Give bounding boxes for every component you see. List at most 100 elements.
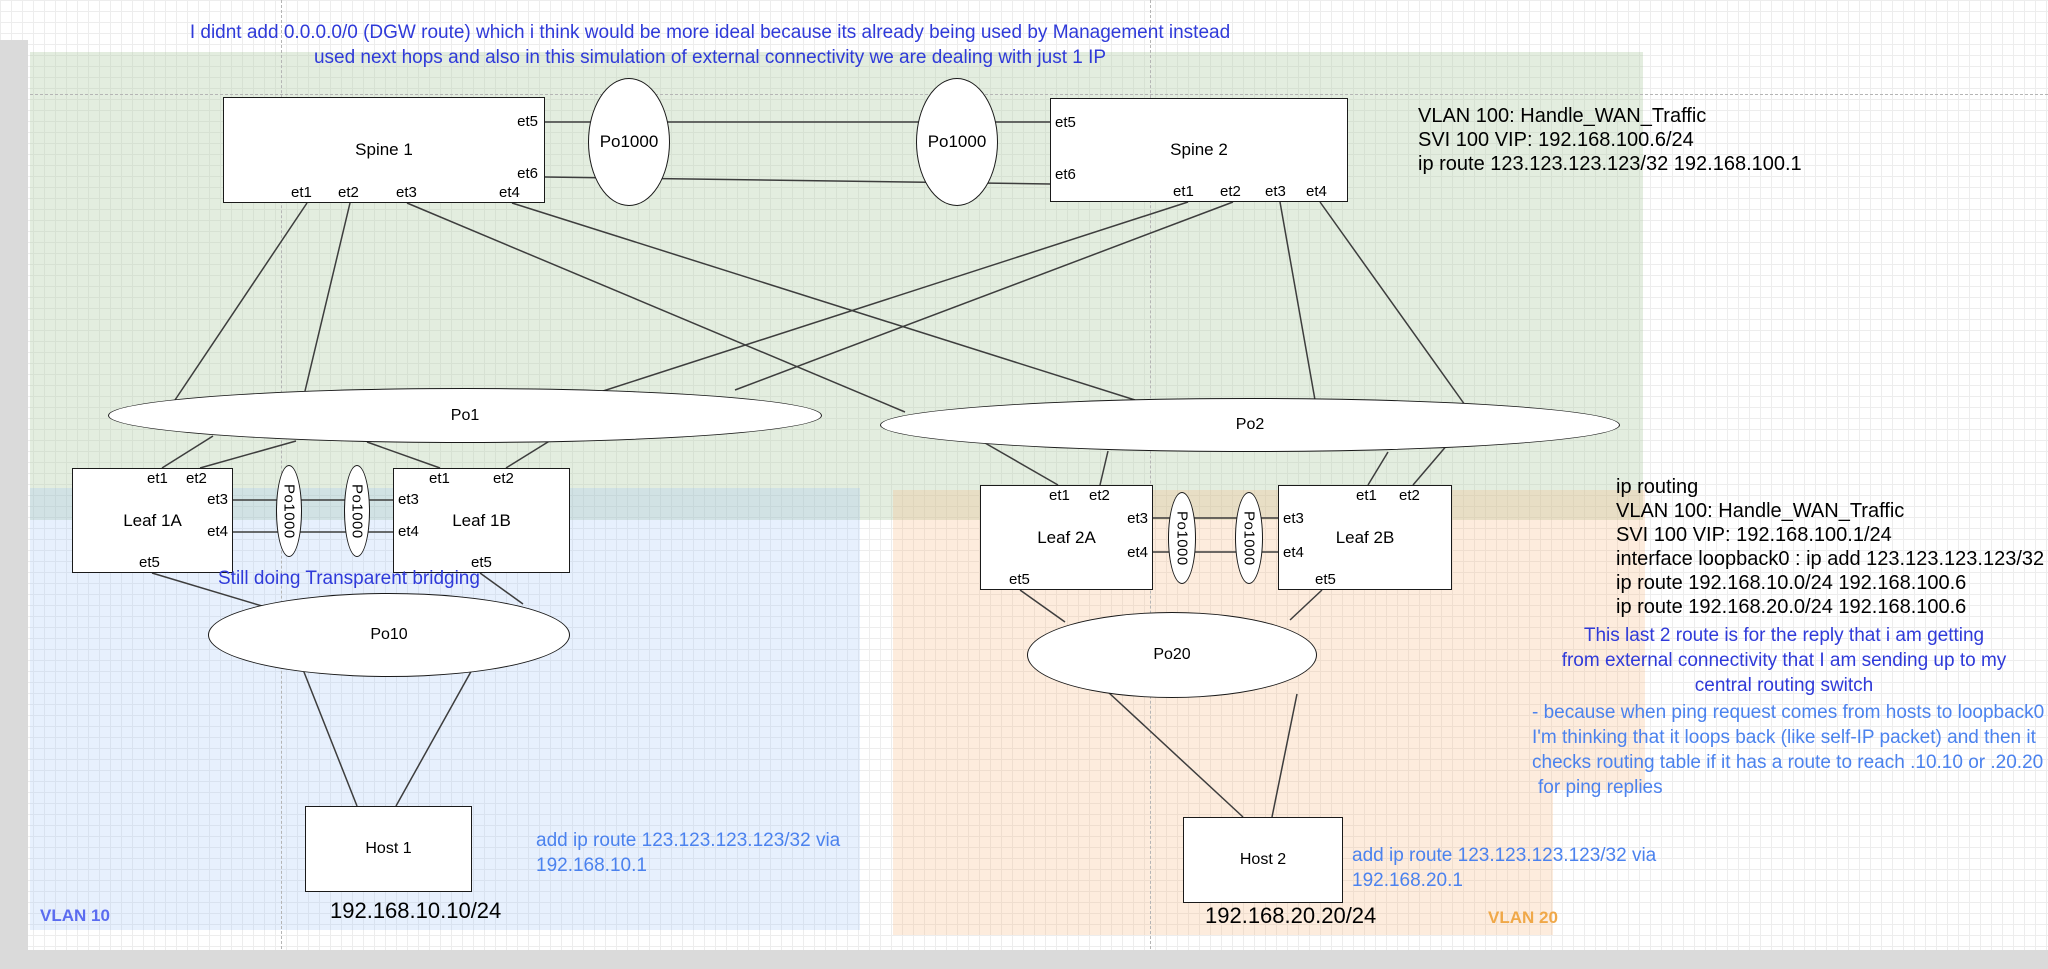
leaf1b-node[interactable]: Leaf 1B et1 et2 et3 et4 et5	[393, 468, 570, 573]
spine2-label: Spine 2	[1170, 140, 1228, 159]
ping-note-line3: checks routing table if it has a route t…	[1532, 752, 2044, 773]
leaf1b-port-et3: et3	[398, 491, 419, 508]
host2-route-line2: 192.168.20.1	[1352, 870, 1463, 891]
spine1-port-et4: et4	[499, 184, 520, 201]
po10-ellipse[interactable]: Po10	[208, 593, 570, 677]
leaf2a-port-et1: et1	[1049, 487, 1070, 504]
host1-route-line1: add ip route 123.123.123.123/32 via	[536, 830, 841, 851]
spine-config-line3: ip route 123.123.123.123/32 192.168.100.…	[1418, 153, 1802, 175]
leaf1a-node[interactable]: Leaf 1A et1 et2 et3 et4 et5	[72, 468, 233, 573]
ping-note-line4: for ping replies	[1538, 777, 1663, 798]
spine2-port-et5: et5	[1055, 114, 1076, 131]
top-note-line2: used next hops and also in this simulati…	[313, 47, 1107, 68]
leaf1a-port-et1: et1	[147, 470, 168, 487]
ping-note[interactable]: - because when ping request comes from h…	[1532, 700, 2048, 800]
po1000-label: Po1000	[599, 132, 659, 151]
top-note-line1: I didnt add 0.0.0.0/0 (DGW route) which …	[189, 22, 1231, 43]
po1000-label: Po1000	[348, 483, 366, 539]
leaf2a-port-et4: et4	[1127, 544, 1148, 561]
leaf2b-port-et1: et1	[1356, 487, 1377, 504]
central-config-line4: interface loopback0 : ip add 123.123.123…	[1616, 548, 2045, 570]
host2-label: Host 2	[1239, 851, 1287, 868]
host1-ip-label[interactable]: 192.168.10.10/24	[330, 898, 502, 923]
spine2-port-et1: et1	[1173, 183, 1194, 200]
po1000-leaf1-left-ellipse[interactable]: Po1000	[276, 465, 302, 557]
central-config-line2: VLAN 100: Handle_WAN_Traffic	[1616, 500, 1905, 522]
spine-config-note[interactable]: VLAN 100: Handle_WAN_Traffic SVI 100 VIP…	[1418, 104, 1802, 176]
top-note[interactable]: I didnt add 0.0.0.0/0 (DGW route) which …	[160, 20, 1260, 70]
central-config-line1: ip routing	[1616, 476, 1699, 498]
leaf2b-port-et3: et3	[1283, 510, 1304, 527]
leaf2a-port-et5: et5	[1009, 571, 1030, 588]
reply-note-line3: central routing switch	[1694, 675, 1874, 696]
central-config-line3: SVI 100 VIP: 192.168.100.1/24	[1616, 524, 1892, 546]
vlan20-label[interactable]: VLAN 20	[1488, 908, 1558, 927]
spine2-port-et4: et4	[1306, 183, 1327, 200]
bridging-note[interactable]: Still doing Transparent bridging	[218, 568, 480, 589]
ping-note-line1: - because when ping request comes from h…	[1532, 702, 2048, 723]
leaf2b-node[interactable]: Leaf 2B et1 et2 et3 et4 et5	[1278, 485, 1452, 590]
leaf1a-port-et4: et4	[207, 523, 228, 540]
leaf1a-label: Leaf 1A	[123, 510, 182, 530]
host2-route-line1: add ip route 123.123.123.123/32 via	[1352, 845, 1657, 866]
vlan20-zone-extension[interactable]	[1553, 490, 1645, 790]
spine2-node[interactable]: Spine 2 et5 et6 et1 et2 et3 et4	[1050, 98, 1348, 202]
spine1-node[interactable]: Spine 1 et5 et6 et1 et2 et3 et4	[223, 97, 545, 203]
leaf2b-port-et5: et5	[1315, 571, 1336, 588]
vlan10-label[interactable]: VLAN 10	[40, 906, 110, 925]
spine-config-line2: SVI 100 VIP: 192.168.100.6/24	[1418, 129, 1694, 151]
reply-note-line1: This last 2 route is for the reply that …	[1583, 625, 1985, 646]
central-config-line5: ip route 192.168.10.0/24 192.168.100.6	[1616, 572, 1967, 594]
host1-node[interactable]: Host 1	[305, 806, 472, 892]
reply-note[interactable]: This last 2 route is for the reply that …	[1528, 623, 2040, 698]
leaf2a-label: Leaf 2A	[1037, 527, 1096, 547]
central-config-line6: ip route 192.168.20.0/24 192.168.100.6	[1616, 596, 1967, 618]
leaf1b-port-et5: et5	[471, 554, 492, 571]
po10-label: Po10	[370, 626, 408, 643]
po1000-label: Po1000	[927, 132, 987, 151]
host1-route-note[interactable]: add ip route 123.123.123.123/32 via 192.…	[536, 828, 840, 878]
spine1-label: Spine 1	[355, 140, 413, 159]
page-boundary-vertical-right	[1150, 0, 1151, 969]
po1000-leaf1-right-ellipse[interactable]: Po1000	[344, 465, 370, 557]
spine2-port-et2: et2	[1220, 183, 1241, 200]
leaf1a-port-et3: et3	[207, 491, 228, 508]
ping-note-line2: I'm thinking that it loops back (like se…	[1532, 727, 2036, 748]
spine1-port-et6: et6	[517, 165, 538, 182]
leaf2b-port-et2: et2	[1399, 487, 1420, 504]
leaf1a-port-et5: et5	[139, 554, 160, 571]
po1000-label: Po1000	[1240, 510, 1258, 566]
po1-ellipse[interactable]: Po1	[108, 388, 822, 443]
leaf1b-port-et2: et2	[493, 470, 514, 487]
leaf1b-label: Leaf 1B	[452, 510, 511, 530]
leaf1b-port-et4: et4	[398, 523, 419, 540]
po1000-leaf2-left-ellipse[interactable]: Po1000	[1168, 492, 1196, 584]
canvas-left-gutter	[0, 40, 28, 969]
spine2-port-et6: et6	[1055, 166, 1076, 183]
host2-route-note[interactable]: add ip route 123.123.123.123/32 via 192.…	[1352, 843, 1656, 893]
leaf2a-port-et2: et2	[1089, 487, 1110, 504]
host2-ip-label[interactable]: 192.168.20.20/24	[1205, 903, 1377, 928]
po2-ellipse[interactable]: Po2	[880, 398, 1620, 452]
leaf2a-port-et3: et3	[1127, 510, 1148, 527]
po1000-label: Po1000	[1173, 510, 1191, 566]
leaf1b-port-et1: et1	[429, 470, 450, 487]
po20-label: Po20	[1153, 646, 1191, 663]
leaf2b-label: Leaf 2B	[1335, 527, 1395, 547]
central-routing-config-note[interactable]: ip routing VLAN 100: Handle_WAN_Traffic …	[1616, 475, 2044, 619]
po1000-leaf2-right-ellipse[interactable]: Po1000	[1235, 492, 1263, 584]
canvas-bottom-gutter	[0, 950, 2048, 969]
spine-config-line1: VLAN 100: Handle_WAN_Traffic	[1418, 105, 1707, 127]
leaf1a-port-et2: et2	[186, 470, 207, 487]
po1000-spine-right-ellipse[interactable]: Po1000	[916, 78, 998, 206]
po1-label: Po1	[450, 406, 480, 424]
po1000-spine-left-ellipse[interactable]: Po1000	[588, 78, 670, 206]
spine1-port-et1: et1	[291, 184, 312, 201]
po2-label: Po2	[1235, 416, 1265, 433]
po20-ellipse[interactable]: Po20	[1027, 612, 1317, 698]
spine1-port-et2: et2	[338, 184, 359, 201]
host2-node[interactable]: Host 2	[1183, 817, 1343, 903]
spine2-port-et3: et3	[1265, 183, 1286, 200]
leaf2a-node[interactable]: Leaf 2A et1 et2 et3 et4 et5	[980, 485, 1153, 590]
